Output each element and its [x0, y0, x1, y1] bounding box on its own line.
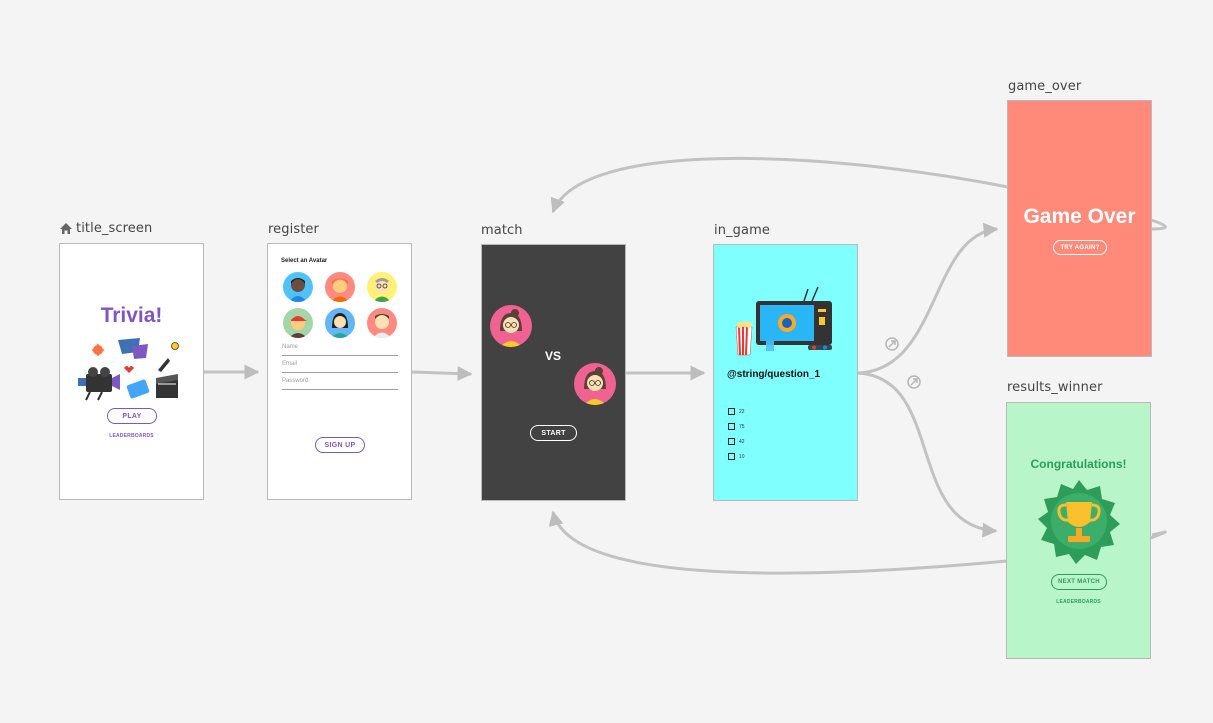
action-ingame-to-results[interactable]: [857, 371, 998, 538]
player-avatar-2: [574, 363, 616, 405]
player-avatar-1: [490, 305, 532, 347]
destination-label-results-winner: results_winner: [1007, 380, 1103, 395]
link-icon: [907, 375, 921, 389]
tv-illustration: [735, 286, 832, 356]
answer-label: 22: [739, 408, 745, 415]
screen-game-over[interactable]: Game Over TRY AGAIN?: [1007, 100, 1152, 357]
checkbox[interactable]: [728, 453, 735, 460]
name-field[interactable]: Name: [282, 344, 398, 356]
email-placeholder: Email: [282, 361, 298, 367]
screen-in-game[interactable]: @string/question_1 22 75 42 10: [713, 244, 858, 501]
sign-up-button[interactable]: SIGN UP: [315, 437, 365, 453]
checkbox[interactable]: [728, 408, 735, 415]
versus-label: VS: [545, 349, 562, 363]
destination-label-game-over: game_over: [1008, 79, 1081, 94]
label-text: game_over: [1008, 79, 1082, 94]
trivia-illustration: [78, 338, 179, 401]
start-button[interactable]: START: [530, 425, 577, 441]
destination-label-in-game: in_game: [714, 223, 770, 238]
trivia-title: Trivia!: [100, 304, 163, 327]
checkbox[interactable]: [728, 423, 735, 430]
answer-label: 42: [739, 438, 745, 445]
try-again-button[interactable]: TRY AGAIN?: [1053, 240, 1107, 255]
action-gameover-to-match[interactable]: [550, 156, 1009, 214]
label-text: title_screen: [76, 221, 153, 236]
avatar-option-1[interactable]: [283, 272, 313, 302]
label-text: match: [481, 223, 523, 238]
screen-register[interactable]: Select an Avatar Name Email Password SIG…: [267, 243, 412, 500]
answer-option-3[interactable]: 42: [728, 438, 745, 445]
password-placeholder: Password: [282, 378, 309, 384]
avatar-option-3[interactable]: [367, 272, 397, 302]
congratulations-title: Congratulations!: [1030, 457, 1127, 471]
question-text: @string/question_1: [727, 369, 821, 380]
avatar-option-6[interactable]: [367, 308, 397, 338]
answer-option-4[interactable]: 10: [728, 453, 745, 460]
trophy-badge: [1038, 480, 1120, 564]
answer-option-2[interactable]: 75: [728, 423, 745, 430]
email-field[interactable]: Email: [282, 361, 398, 373]
destination-label-register: register: [268, 222, 319, 237]
screen-title-screen[interactable]: Trivia! PLAY LEADERBOARDS: [59, 243, 204, 500]
label-text: results_winner: [1007, 380, 1103, 395]
answer-option-1[interactable]: 22: [728, 408, 745, 415]
home-icon: [60, 223, 72, 234]
destination-label-match: match: [481, 223, 523, 238]
game-over-title: Game Over: [1023, 205, 1136, 228]
checkbox[interactable]: [728, 438, 735, 445]
play-button[interactable]: PLAY: [107, 408, 157, 424]
avatar-option-4[interactable]: [283, 308, 313, 338]
action-gameover-self[interactable]: [1150, 218, 1167, 231]
action-register-to-match[interactable]: [411, 366, 473, 382]
avatar-option-2[interactable]: [325, 272, 355, 302]
avatar-option-5[interactable]: [325, 308, 355, 338]
action-results-self[interactable]: [1150, 530, 1167, 540]
label-text: in_game: [714, 223, 770, 238]
select-avatar-heading: Select an Avatar: [281, 258, 328, 264]
answer-label: 10: [739, 453, 745, 460]
answer-label: 75: [739, 423, 745, 430]
leaderboards-link[interactable]: LEADERBOARDS: [109, 433, 154, 439]
destination-label-title-screen: title_screen: [59, 221, 152, 236]
label-text: register: [268, 222, 319, 237]
action-results-to-match[interactable]: [548, 510, 1008, 575]
next-match-button[interactable]: NEXT MATCH: [1051, 574, 1107, 590]
leaderboards-link[interactable]: LEADERBOARDS: [1056, 599, 1101, 605]
password-field[interactable]: Password: [282, 378, 398, 390]
screen-match[interactable]: VS START: [481, 244, 626, 501]
link-icon: [885, 337, 899, 351]
screen-results-winner[interactable]: Congratulations! NEXT MATCH LEADERBOARDS: [1006, 402, 1151, 659]
action-ingame-to-gameover[interactable]: [857, 222, 999, 375]
name-placeholder: Name: [282, 344, 299, 350]
